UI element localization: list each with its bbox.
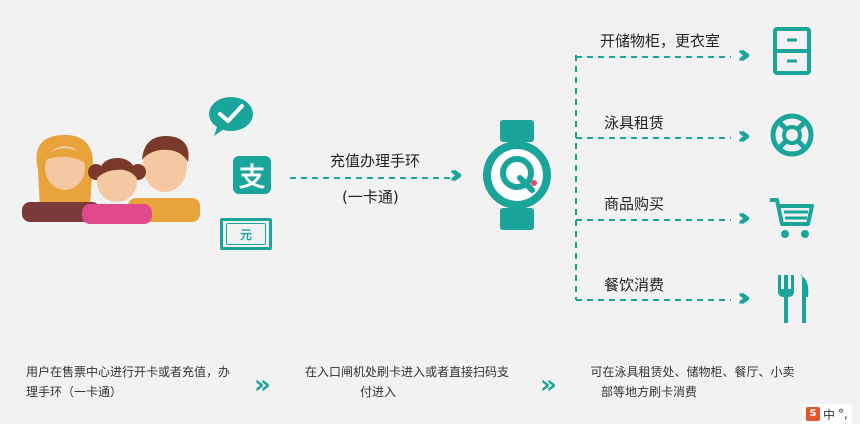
service-label-rental: 泳具租赁	[604, 114, 665, 132]
payment-flow-line	[290, 177, 455, 179]
ime-toolbar[interactable]: S 中 °,	[802, 404, 852, 424]
ime-language-label[interactable]: 中	[823, 407, 836, 422]
service-label-dining: 餐饮消费	[604, 276, 665, 294]
step-3-line2: 部等地方刷卡消费	[601, 385, 698, 399]
step-1-line1: 用户在售票中心进行开卡或者充值，办	[25, 365, 230, 379]
step-arrow-2: »	[540, 370, 557, 400]
service-trunk-line	[575, 55, 577, 300]
service-arrow-3: ›››	[737, 203, 751, 233]
step-arrow-1: »	[254, 370, 271, 400]
step-2-line2: 付进入	[360, 385, 397, 399]
step-2-line1: 在入口闸机处刷卡进入或者直接扫码支	[304, 365, 509, 379]
step-2-caption: 在入口闸机处刷卡进入或者直接扫码支 付进入	[292, 362, 522, 402]
fork-knife-icon	[778, 275, 809, 323]
service-arrow-4: ›››	[737, 283, 751, 313]
locker-icon	[773, 27, 811, 75]
lifebuoy-icon	[770, 113, 814, 157]
payment-label-line2: (一卡通)	[342, 188, 399, 206]
cart-icon	[770, 198, 814, 238]
service-branch-4	[576, 299, 731, 301]
service-branch-3	[576, 219, 731, 221]
payment-flow-arrow: ›››	[449, 160, 463, 190]
service-arrow-1: ›››	[737, 40, 751, 70]
payment-label-line1: 充值办理手环	[330, 152, 421, 170]
ime-punct-icon: °,	[838, 407, 848, 421]
sogou-logo-icon: S	[806, 407, 820, 421]
wechat-pay-icon	[209, 97, 253, 136]
family-illustration	[22, 135, 200, 224]
step-1-caption: 用户在售票中心进行开卡或者充值，办 理手环（一卡通）	[8, 362, 248, 402]
currency-symbol: 元	[239, 227, 252, 242]
service-label-shopping: 商品购买	[604, 195, 665, 213]
service-arrow-2: ›››	[737, 121, 751, 151]
alipay-icon: 支	[233, 156, 271, 194]
alipay-glyph: 支	[238, 162, 265, 193]
smart-watch-icon	[483, 120, 551, 230]
service-branch-2	[576, 137, 731, 139]
cash-icon: 元	[220, 218, 272, 250]
step-3-caption: 可在泳具租赁处、储物柜、餐厅、小卖 部等地方刷卡消费	[575, 362, 810, 402]
step-3-line1: 可在泳具租赁处、储物柜、餐厅、小卖	[590, 365, 795, 379]
service-label-locker: 开储物柜，更衣室	[600, 32, 721, 50]
step-1-line2: 理手环（一卡通）	[26, 385, 123, 399]
service-branch-1	[576, 56, 731, 58]
cash-inner-border: 元	[226, 223, 266, 245]
